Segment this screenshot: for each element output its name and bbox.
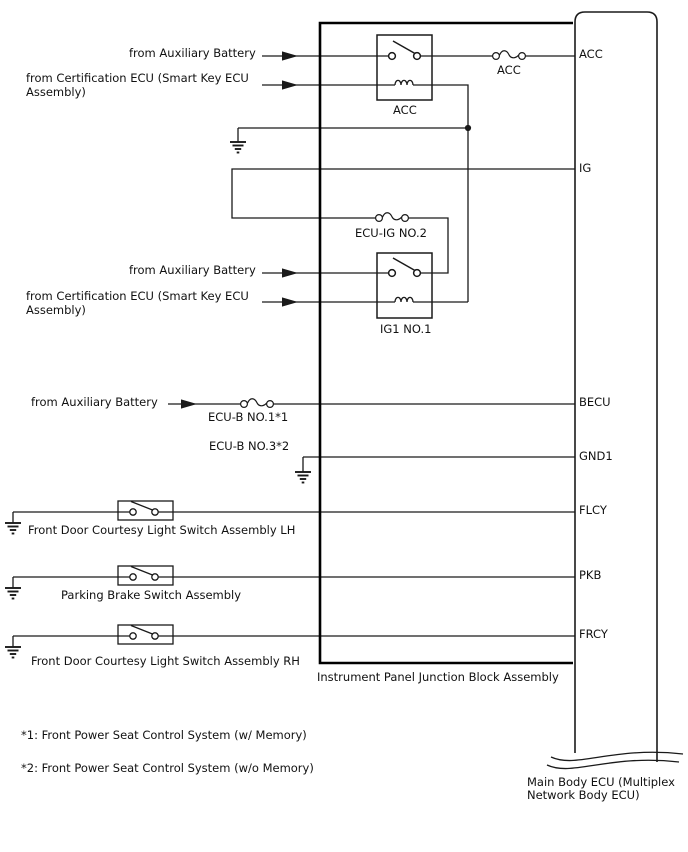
acc-fuse-label: ACC xyxy=(497,63,521,77)
pkb-switch-label: Parking Brake Switch Assembly xyxy=(61,588,242,602)
junction-block-label: Instrument Panel Junction Block Assembly xyxy=(317,670,559,684)
ig1-no1-relay-label: IG1 NO.1 xyxy=(380,322,432,336)
pin-label-pkb: PKB xyxy=(579,568,602,582)
from-auxiliary-battery-label-3: from Auxiliary Battery xyxy=(31,395,158,409)
pin-label-gnd1: GND1 xyxy=(579,449,613,463)
flcy-switch-icon xyxy=(117,500,174,521)
junction-block-outline xyxy=(318,21,573,665)
ground-icon-gnd1 xyxy=(294,471,312,484)
ecu-ig-no2-fuse-icon xyxy=(375,212,409,222)
pin-label-becu: BECU xyxy=(579,395,611,409)
ground-icon-flcy xyxy=(4,522,22,535)
ecu-b-no3-fuse-label: ECU-B NO.3*2 xyxy=(209,439,290,453)
arrow-icon-cert2 xyxy=(282,297,298,307)
frcy-switch-icon xyxy=(117,624,174,645)
ig1-relay-icon xyxy=(376,252,433,319)
from-certification-ecu-label-1: from Certification ECU (Smart Key ECU As… xyxy=(26,71,249,99)
footnote-1: *1: Front Power Seat Control System (w/ … xyxy=(21,728,307,742)
from-certification-ecu-line1: from Certification ECU (Smart Key ECU xyxy=(26,71,249,85)
wires xyxy=(12,55,575,647)
ecu-b-no1-fuse-label: ECU-B NO.1*1 xyxy=(208,410,289,424)
ecu-ig-no2-fuse-label: ECU-IG NO.2 xyxy=(355,226,427,240)
junction-dot xyxy=(464,124,472,132)
pin-label-ig: IG xyxy=(579,161,592,175)
main-body-ecu-label-line2: Network Body ECU) xyxy=(527,788,640,802)
from-certification-ecu-line2: Assembly) xyxy=(26,85,86,99)
acc-fuse-icon xyxy=(492,50,527,61)
from-auxiliary-battery-label-1: from Auxiliary Battery xyxy=(129,46,256,60)
ground-icon-frcy xyxy=(4,646,22,659)
arrow-icon-aux2 xyxy=(282,268,298,278)
ecu-b-no1-fuse-icon xyxy=(240,398,274,408)
arrow-icon-aux1 xyxy=(282,51,298,61)
arrow-icon-becu xyxy=(181,399,197,409)
break-wave-icon xyxy=(546,751,684,770)
footnote-2: *2: Front Power Seat Control System (w/o… xyxy=(21,761,314,775)
from-auxiliary-battery-label-2: from Auxiliary Battery xyxy=(129,263,256,277)
pin-label-acc: ACC xyxy=(579,47,603,61)
pin-label-frcy: FRCY xyxy=(579,627,608,641)
ground-icon-pkb xyxy=(4,587,22,600)
pin-label-flcy: FLCY xyxy=(579,503,607,517)
acc-relay-label: ACC xyxy=(393,103,417,117)
from-certification-ecu-line1: from Certification ECU (Smart Key ECU xyxy=(26,289,249,303)
main-body-ecu-label-line1: Main Body ECU (Multiplex xyxy=(527,775,675,789)
main-body-ecu-outline xyxy=(574,11,658,762)
flcy-switch-label: Front Door Courtesy Light Switch Assembl… xyxy=(28,523,296,537)
from-certification-ecu-line2: Assembly) xyxy=(26,303,86,317)
arrow-icon-cert1 xyxy=(282,80,298,90)
pkb-switch-icon xyxy=(117,565,174,586)
acc-relay-icon xyxy=(376,34,433,101)
from-certification-ecu-label-2: from Certification ECU (Smart Key ECU As… xyxy=(26,289,249,317)
frcy-switch-label: Front Door Courtesy Light Switch Assembl… xyxy=(31,654,300,668)
main-body-ecu-label: Main Body ECU (Multiplex Network Body EC… xyxy=(527,776,675,802)
ground-icon-relay xyxy=(229,141,247,154)
